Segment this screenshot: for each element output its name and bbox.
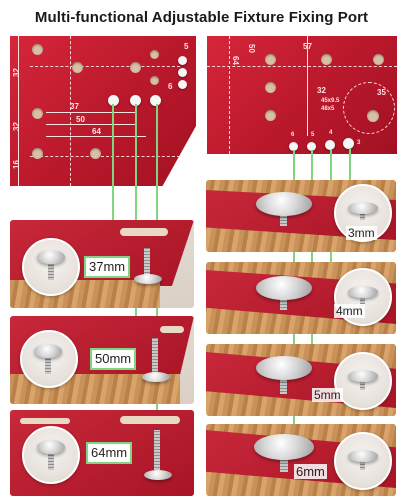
right-panel-4mm: 4mm <box>206 262 396 334</box>
left-panel-37mm: 37mm <box>10 220 194 308</box>
left-panel-50mm: 50mm <box>10 316 194 404</box>
plate-mark-45x9: 45x9.5 <box>321 98 340 104</box>
plate-mark-6r: 6 <box>291 132 295 138</box>
plate-mark-37: 37 <box>70 102 79 111</box>
plate-mark-32a: 32 <box>11 68 21 77</box>
guide-line-37 <box>112 104 114 256</box>
right-panel-6mm: 6mm <box>206 424 396 496</box>
plate-mark-50: 50 <box>76 115 85 124</box>
right-panel-5mm: 5mm <box>206 344 396 416</box>
label-5mm: 5mm <box>312 388 343 402</box>
plate-mark-64: 64 <box>92 127 101 136</box>
plate-mark-5: 5 <box>184 42 189 51</box>
label-64mm: 64mm <box>86 442 133 464</box>
right-panel-3mm: 3mm <box>206 180 396 252</box>
label-3mm: 3mm <box>346 226 377 240</box>
plate-mark-48x5: 48x5 <box>321 106 335 112</box>
plate-mark-3r: 3 <box>357 140 361 146</box>
plate-mark-57: 57 <box>303 42 312 51</box>
plate-mark-35: 35 <box>377 88 386 97</box>
plate-mark-5r: 5 <box>311 132 315 138</box>
plate-mark-32b: 32 <box>11 122 21 131</box>
plate-mark-6: 6 <box>168 82 173 91</box>
plate-mark-16: 16 <box>11 160 21 169</box>
label-4mm: 4mm <box>334 304 365 318</box>
left-jig-plate: 37 50 64 32 32 16 5 6 <box>10 36 196 186</box>
left-panel-64mm: 64mm <box>10 410 194 496</box>
plate-mark-50r: 50 <box>246 44 256 53</box>
right-jig-plate: 64 50 57 32 35 45x9.5 48x5 6 5 4 3 <box>207 36 397 154</box>
label-50mm: 50mm <box>90 348 137 370</box>
page-title: Multi-functional Adjustable Fixture Fixi… <box>34 8 369 26</box>
label-37mm: 37mm <box>84 256 131 278</box>
plate-mark-64r: 64 <box>230 56 240 65</box>
plate-mark-4r: 4 <box>329 130 333 136</box>
label-6mm: 6mm <box>294 464 327 479</box>
plate-mark-32r: 32 <box>317 86 326 95</box>
